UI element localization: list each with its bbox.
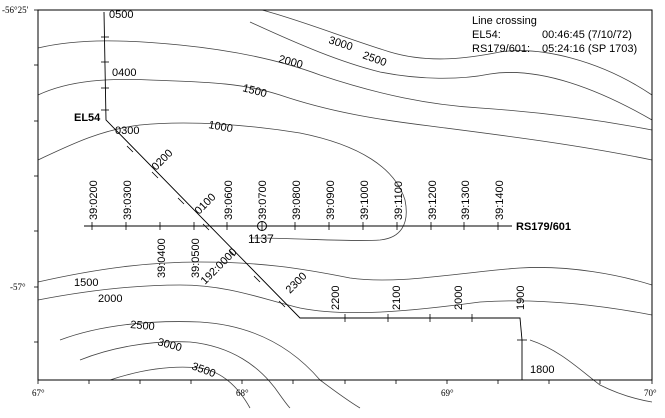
contour-label: 3000 xyxy=(327,34,354,53)
contour-1500-north xyxy=(37,78,653,161)
contour-3500-south xyxy=(109,366,251,409)
rs-shot-label: 39:1000 xyxy=(359,180,371,220)
rs-shot-label: 39:0400 xyxy=(156,238,168,278)
el54-shot-label: 192:0000 xyxy=(199,246,240,287)
lon-label-68: 68° xyxy=(236,388,249,398)
contour-3000-north xyxy=(261,9,653,96)
contour-1000 xyxy=(37,122,407,241)
el54-shot-label: 1800 xyxy=(530,364,554,376)
el54-shot-label: 2000 xyxy=(453,286,465,310)
line-crossing-info: Line crossing EL54: 00:46:45 (7/10/72) R… xyxy=(472,15,637,55)
lon-label-67: 67° xyxy=(32,388,45,398)
info-line1-name: EL54: xyxy=(472,29,501,41)
contour-2500-south xyxy=(59,321,361,409)
el54-shot-label: 0300 xyxy=(115,125,139,137)
contour-label: 1000 xyxy=(207,119,233,135)
el54-line-label: EL54 xyxy=(74,112,101,124)
contour-east-south xyxy=(529,339,653,403)
rs-shot-label: 39:1100 xyxy=(393,181,405,220)
lat-label-57: -57° xyxy=(10,282,26,292)
el54-shot-label: 2100 xyxy=(391,286,403,310)
el54-track xyxy=(101,11,527,380)
contour-label: 2000 xyxy=(98,293,122,305)
contour-label: 3000 xyxy=(156,336,183,354)
el54-shot-label: 0100 xyxy=(193,191,219,217)
info-line2-name: RS179/601: xyxy=(472,43,530,55)
rs-shot-label: 39:0700 xyxy=(257,180,269,220)
rs-shot-label: 39:0300 xyxy=(122,180,134,220)
rs179-track xyxy=(84,222,512,230)
rs179-line-label: RS179/601 xyxy=(516,221,571,233)
rs-shot-label: 39:0800 xyxy=(291,180,303,220)
lon-label-69: 69° xyxy=(441,388,454,398)
lon-label-70: 70° xyxy=(644,388,657,398)
el54-shot-label: 1900 xyxy=(515,286,527,310)
info-line1-value: 00:46:45 (7/10/72) xyxy=(542,29,632,41)
info-line2-value: 05:24:16 (SP 1703) xyxy=(542,43,637,55)
rs-shot-label: 39:0500 xyxy=(190,238,202,278)
contour-2000-north xyxy=(37,40,653,131)
bathymetry-contours xyxy=(37,9,653,409)
contour-label: 2500 xyxy=(361,50,388,70)
lon-ticks xyxy=(37,380,653,384)
contour-label: 1500 xyxy=(241,82,268,100)
contour-label: 3500 xyxy=(190,361,217,381)
rs-shot-label: 39:0200 xyxy=(88,180,100,220)
contour-2500-north xyxy=(249,21,653,121)
crossing-marker xyxy=(257,221,267,231)
crossing-label: 1137 xyxy=(248,232,274,246)
contour-label: 2000 xyxy=(277,53,304,71)
rs-shot-label: 39:0900 xyxy=(325,180,337,220)
contour-2000-south xyxy=(37,284,653,316)
el54-shot-label: 0200 xyxy=(150,147,176,173)
rs-shot-label: 39:1300 xyxy=(460,180,472,220)
contour-label: 2500 xyxy=(130,319,155,333)
el54-shot-label: 0500 xyxy=(109,9,133,21)
contour-3000-south xyxy=(79,341,291,409)
lat-ticks xyxy=(34,9,38,343)
contour-label: 1500 xyxy=(74,277,98,289)
info-title: Line crossing xyxy=(472,15,537,27)
el54-shot-label: 2200 xyxy=(330,286,342,310)
contour-1500-south xyxy=(37,261,653,286)
rs-shot-label: 39:1400 xyxy=(494,180,506,220)
el54-shot-label: 2300 xyxy=(284,270,310,296)
rs-shot-label: 39:0600 xyxy=(223,180,235,220)
rs-shot-label: 39:1200 xyxy=(427,180,439,220)
lat-label-top: -56°25' xyxy=(2,5,29,15)
el54-shot-label: 0400 xyxy=(112,67,136,79)
